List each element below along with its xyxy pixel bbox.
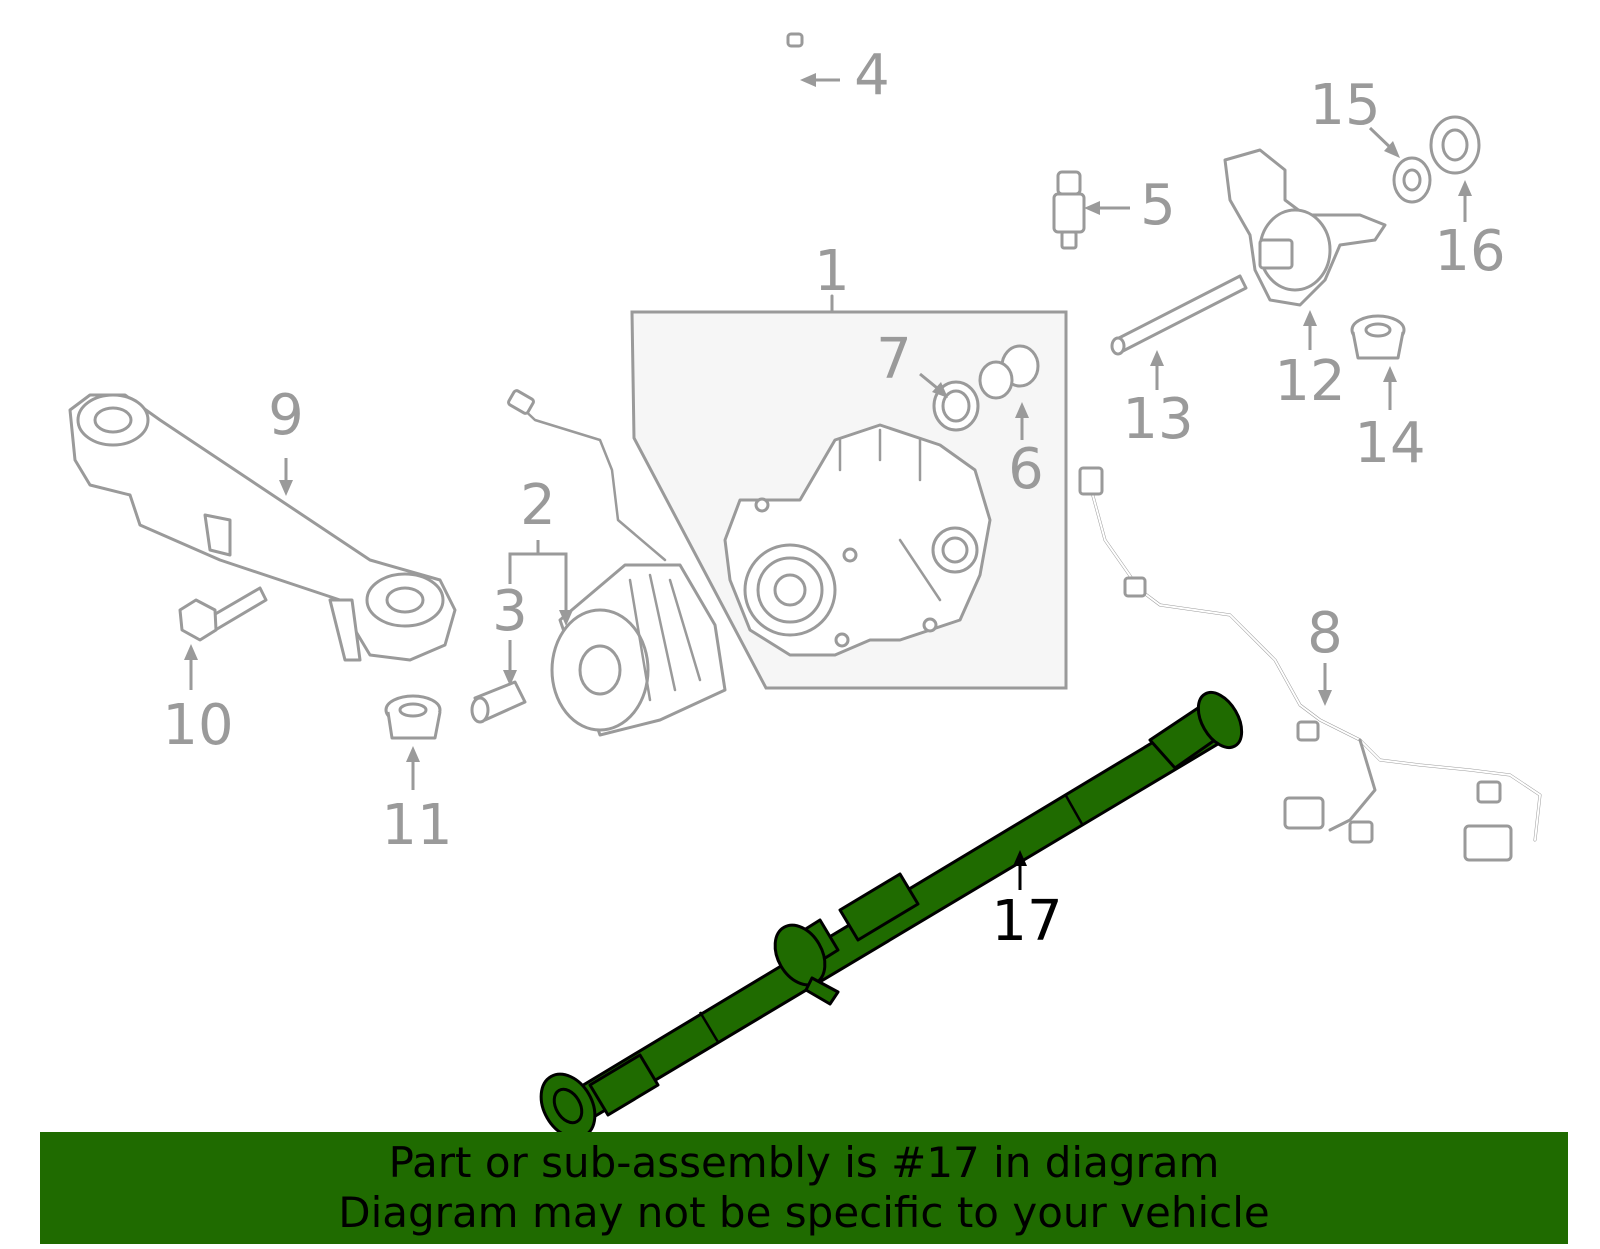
callout-5: 5 — [1140, 173, 1176, 238]
info-banner: Part or sub-assembly is #17 in diagram D… — [40, 1132, 1568, 1244]
callout-8: 8 — [1307, 601, 1343, 666]
hex-nut[interactable] — [1429, 115, 1481, 175]
propeller-shaft-highlighted[interactable] — [530, 685, 1250, 1147]
callout-11: 11 — [381, 793, 452, 858]
callout-17: 17 — [991, 889, 1062, 954]
banner-line-part-number: Part or sub-assembly is #17 in diagram — [388, 1138, 1220, 1187]
washer[interactable] — [1392, 156, 1432, 204]
electronic-coupling-actuator[interactable] — [507, 389, 727, 737]
callout-1: 1 — [814, 239, 850, 304]
sensor-switch[interactable] — [1052, 170, 1086, 250]
callout-7: 7 — [876, 327, 912, 392]
threaded-stud[interactable] — [1110, 274, 1248, 356]
differential-mount-member[interactable] — [68, 393, 457, 662]
callout-arrows — [184, 73, 1472, 890]
banner-line-disclaimer: Diagram may not be specific to your vehi… — [338, 1188, 1270, 1237]
mounting-bracket[interactable] — [1223, 148, 1387, 307]
callout-6: 6 — [1008, 437, 1044, 502]
callout-10: 10 — [162, 693, 233, 758]
flange-nut-left[interactable] — [384, 694, 442, 740]
callout-16: 16 — [1434, 219, 1505, 284]
mounting-bolt[interactable] — [178, 586, 268, 642]
callout-2: 2 — [520, 473, 556, 538]
differential-housing[interactable] — [723, 423, 992, 657]
callout-9: 9 — [268, 383, 304, 448]
wiring-harness[interactable] — [1078, 466, 1542, 862]
callout-13: 13 — [1122, 387, 1193, 452]
callout-3: 3 — [492, 579, 528, 644]
callout-15: 15 — [1309, 73, 1380, 138]
callout-12: 12 — [1274, 349, 1345, 414]
flange-nut-right[interactable] — [1350, 314, 1406, 360]
callout-14: 14 — [1354, 411, 1425, 476]
callout-labels: 1 2 3 4 5 6 7 8 9 10 11 12 13 14 15 16 1… — [162, 43, 1505, 954]
callout-4: 4 — [854, 43, 890, 108]
dowel-pin[interactable] — [470, 680, 527, 724]
breather-hose[interactable] — [786, 32, 1012, 300]
drain-plug[interactable] — [978, 344, 1040, 400]
